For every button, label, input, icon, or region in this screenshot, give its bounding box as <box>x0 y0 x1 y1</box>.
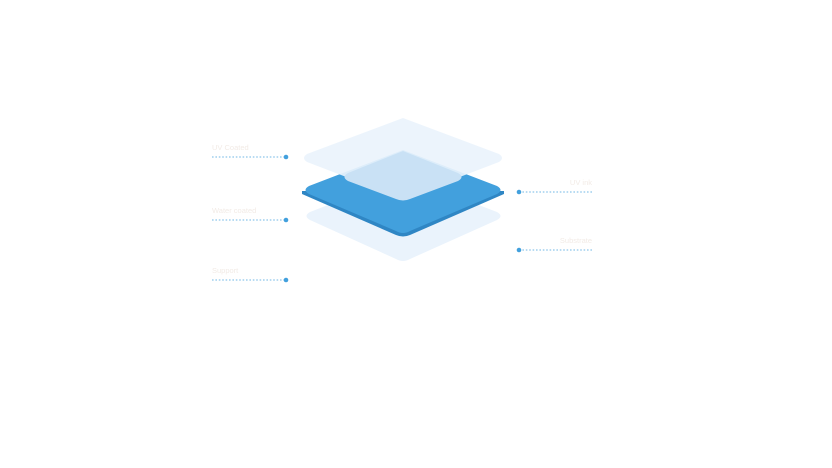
window-inner <box>344 151 462 201</box>
label-left-2: Water coated <box>212 206 256 215</box>
connector-dot <box>516 247 522 253</box>
connector-right-2 <box>516 247 592 253</box>
connector-dot <box>516 189 522 195</box>
connector-left-3 <box>212 277 289 283</box>
connector-right-1 <box>516 189 592 195</box>
label-right-1: UV ink <box>570 178 592 187</box>
connector-dot <box>283 217 289 223</box>
connector-left-2 <box>212 217 289 223</box>
connector-dot <box>283 277 289 283</box>
connector-dot <box>283 154 289 160</box>
label-left-3: Support <box>212 266 239 275</box>
label-right-2: Substrate <box>560 236 592 245</box>
connector-left-1 <box>212 154 289 160</box>
label-left-1: UV Coated <box>212 143 249 152</box>
